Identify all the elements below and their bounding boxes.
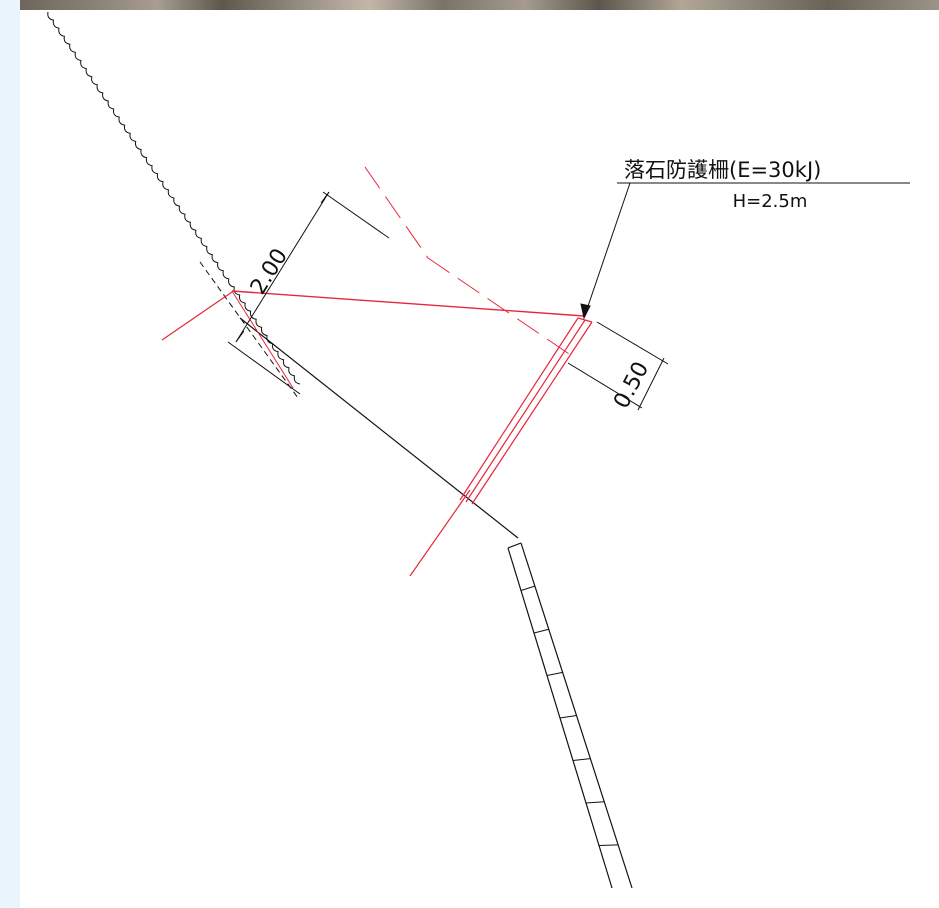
fence-post (459, 317, 593, 505)
left-margin-band (0, 0, 20, 908)
annotation-subtitle: H=2.5m (733, 191, 808, 212)
dimension-label-2-00: 2.00 (246, 244, 293, 299)
annotation-title: 落石防護柵(E=30kJ) (624, 158, 821, 182)
dimension-label-0-50: 0.50 (609, 358, 654, 413)
wall-tick (533, 628, 549, 634)
wall-tick (559, 715, 577, 719)
wall-tick (520, 585, 536, 591)
wall-tick (598, 844, 619, 846)
leader-line (580, 182, 910, 320)
wall-tick (546, 671, 563, 676)
dimension-2-00 (227, 191, 390, 395)
drawing-canvas (20, 0, 939, 908)
photo-strip (20, 0, 939, 10)
design-lines-red (161, 166, 585, 577)
dimension-0-50 (567, 321, 669, 411)
slope-dashed-line (199, 261, 299, 399)
wall-tick (585, 801, 605, 804)
wall-tick (572, 758, 591, 761)
soil-slope-line (239, 317, 519, 539)
rock-slope-line (47, 11, 301, 385)
retaining-wall (507, 542, 633, 889)
